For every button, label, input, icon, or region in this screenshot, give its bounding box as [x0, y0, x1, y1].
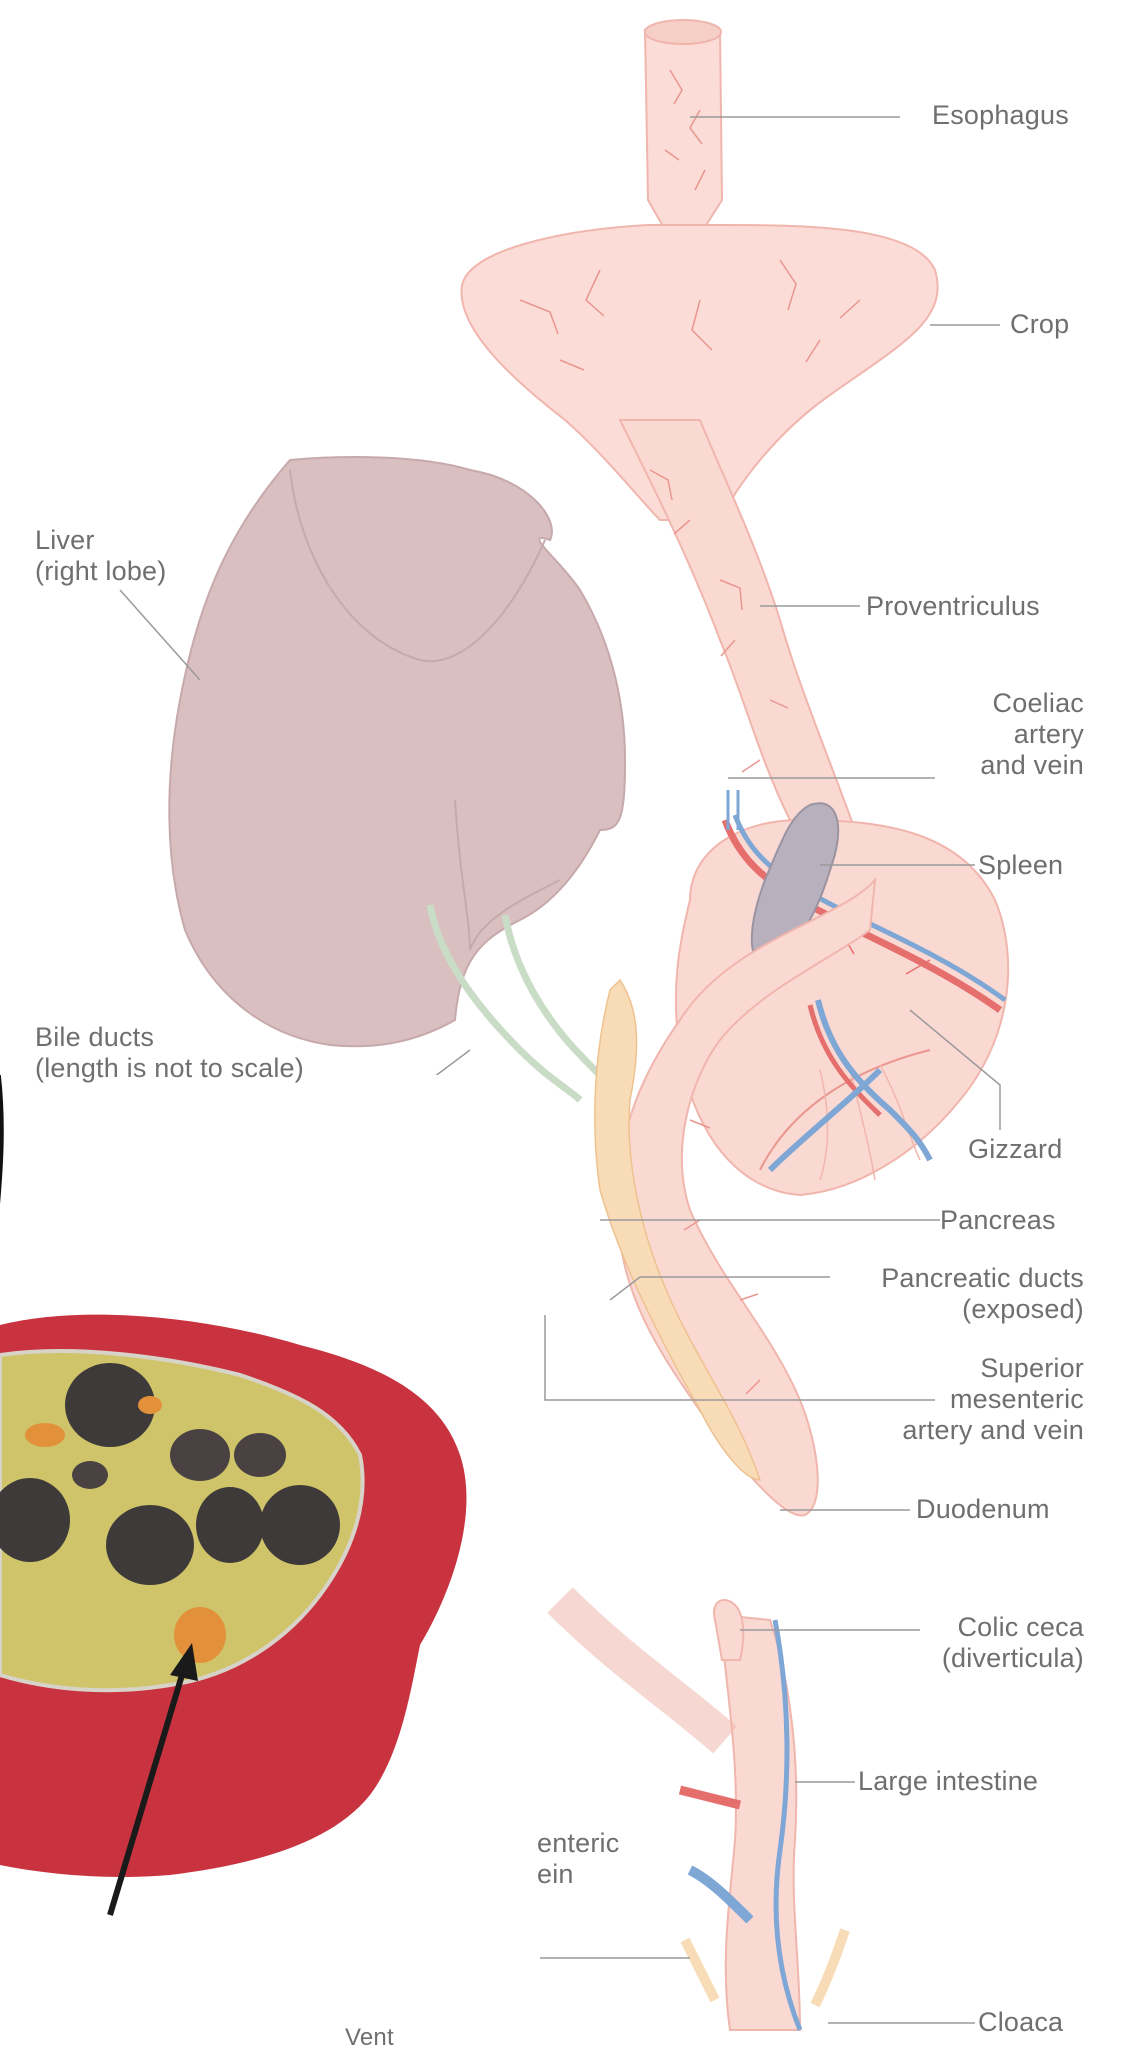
liver — [169, 457, 625, 1046]
label-liver-line1: Liver — [35, 525, 166, 556]
label-superior-line2: mesenteric — [902, 1384, 1084, 1415]
label-liver-line2: (right lobe) — [35, 556, 166, 587]
label-esophagus: Esophagus — [932, 100, 1069, 131]
label-bile-ducts: Bile ducts (length is not to scale) — [35, 1022, 304, 1084]
label-coeliac-line3: and vein — [980, 750, 1084, 781]
label-pancreas: Pancreas — [940, 1205, 1056, 1236]
label-liver: Liver (right lobe) — [35, 525, 166, 587]
colic-ceca — [714, 1600, 743, 1660]
label-crop: Crop — [1010, 309, 1069, 340]
label-mesenteric-partial-line1: enteric — [537, 1828, 619, 1859]
label-coeliac-line2: artery — [980, 719, 1084, 750]
label-colic-ceca: Colic ceca (diverticula) — [942, 1612, 1084, 1674]
label-pancreatic-ducts-line1: Pancreatic ducts — [881, 1263, 1084, 1294]
label-duodenum: Duodenum — [916, 1494, 1050, 1525]
label-coeliac: Coeliac artery and vein — [980, 688, 1084, 781]
label-vent: Vent — [345, 2022, 394, 2053]
label-gizzard: Gizzard — [968, 1134, 1062, 1165]
label-colic-ceca-line2: (diverticula) — [942, 1643, 1084, 1674]
gizzard-cross-section-photo — [0, 1075, 535, 2037]
label-mesenteric-partial: enteric ein — [537, 1828, 619, 1890]
label-superior-mesenteric: Superior mesenteric artery and vein — [902, 1353, 1084, 1446]
label-superior-line3: artery and vein — [902, 1415, 1084, 1446]
label-proventriculus: Proventriculus — [866, 591, 1040, 622]
label-mesenteric-partial-line2: ein — [537, 1859, 619, 1890]
label-cloaca: Cloaca — [978, 2007, 1063, 2038]
label-large-intestine: Large intestine — [858, 1766, 1038, 1797]
label-pancreatic-ducts: Pancreatic ducts (exposed) — [881, 1263, 1084, 1325]
large-intestine — [560, 1600, 800, 2030]
label-bile-ducts-line1: Bile ducts — [35, 1022, 304, 1053]
label-pancreatic-ducts-line2: (exposed) — [881, 1294, 1084, 1325]
esophagus — [645, 20, 722, 235]
label-coeliac-line1: Coeliac — [980, 688, 1084, 719]
label-spleen: Spleen — [978, 850, 1063, 881]
label-bile-ducts-line2: (length is not to scale) — [35, 1053, 304, 1084]
label-colic-ceca-line1: Colic ceca — [942, 1612, 1084, 1643]
label-superior-line1: Superior — [902, 1353, 1084, 1384]
